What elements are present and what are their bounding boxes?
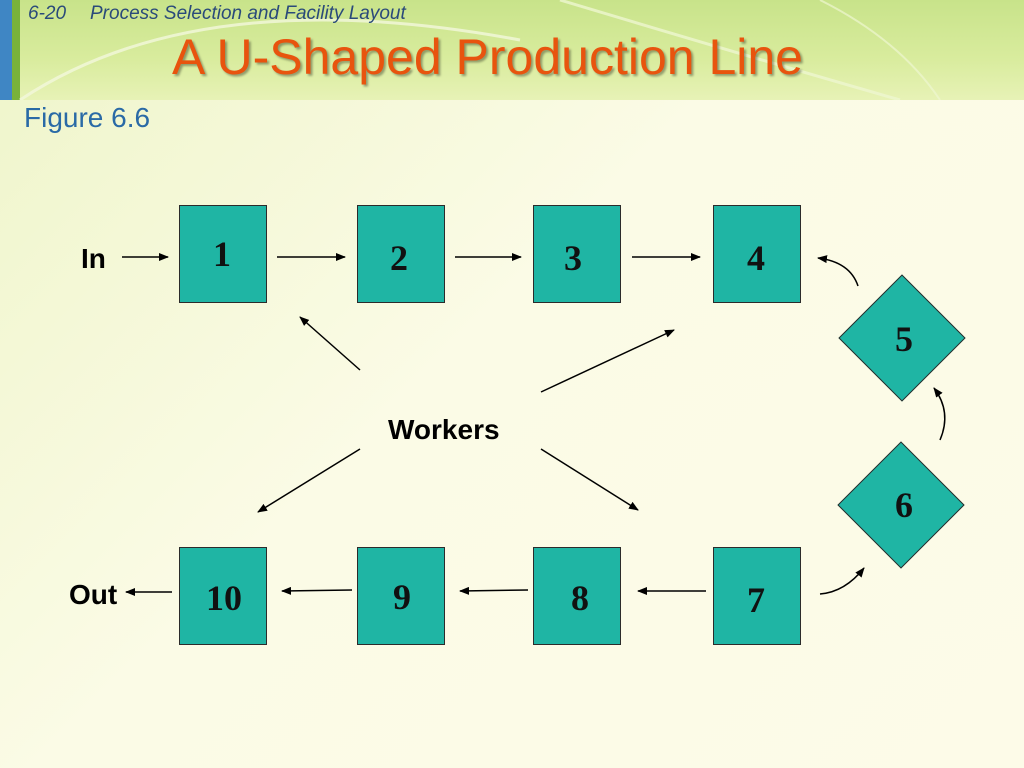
station-4-box bbox=[713, 205, 801, 303]
flow-arrow-8-9 bbox=[459, 586, 529, 595]
slide-number: 6-20 bbox=[28, 3, 67, 24]
header-swoosh-decoration bbox=[19, 0, 941, 100]
station-10-box bbox=[179, 547, 267, 645]
flow-arrow-9-10 bbox=[281, 586, 353, 595]
header-subtitle: Process Selection and Facility Layout bbox=[90, 3, 406, 24]
station-3-box bbox=[533, 205, 621, 303]
worker-arrow-up-right bbox=[540, 329, 675, 393]
station-1-label: 1 bbox=[213, 234, 231, 274]
station-10-label: 10 bbox=[206, 578, 242, 618]
station-8-label: 8 bbox=[571, 578, 589, 618]
station-1-box bbox=[179, 205, 267, 303]
slide-title: A U-Shaped Production Line bbox=[172, 29, 803, 85]
output-label: Out bbox=[69, 579, 118, 610]
worker-arrow-down-left bbox=[257, 448, 361, 513]
station-9-box bbox=[357, 547, 445, 645]
station-5-label: 5 bbox=[895, 319, 913, 359]
worker-arrow-down-right bbox=[540, 448, 639, 511]
worker-arrow-up-left bbox=[299, 316, 361, 371]
left-accent-bar-green bbox=[12, 0, 20, 100]
header-band bbox=[0, 0, 1024, 100]
input-label: In bbox=[81, 243, 106, 274]
station-7-box bbox=[713, 547, 801, 645]
station-6-label: 6 bbox=[895, 485, 913, 525]
flow-arrow-7-6 bbox=[819, 567, 865, 595]
station-9-label: 9 bbox=[393, 577, 411, 617]
station-8-box bbox=[533, 547, 621, 645]
station-4-label: 4 bbox=[747, 238, 765, 278]
station-2-label: 2 bbox=[390, 238, 408, 278]
station-7-label: 7 bbox=[747, 580, 765, 620]
flow-arrow-5-4 bbox=[817, 255, 859, 287]
left-accent-bar bbox=[0, 0, 12, 100]
figure-label: Figure 6.6 bbox=[24, 102, 151, 133]
station-2-box bbox=[357, 205, 445, 303]
station-3-label: 3 bbox=[564, 238, 582, 278]
flow-arrow-6-5 bbox=[933, 387, 946, 441]
workers-label: Workers bbox=[388, 414, 500, 445]
